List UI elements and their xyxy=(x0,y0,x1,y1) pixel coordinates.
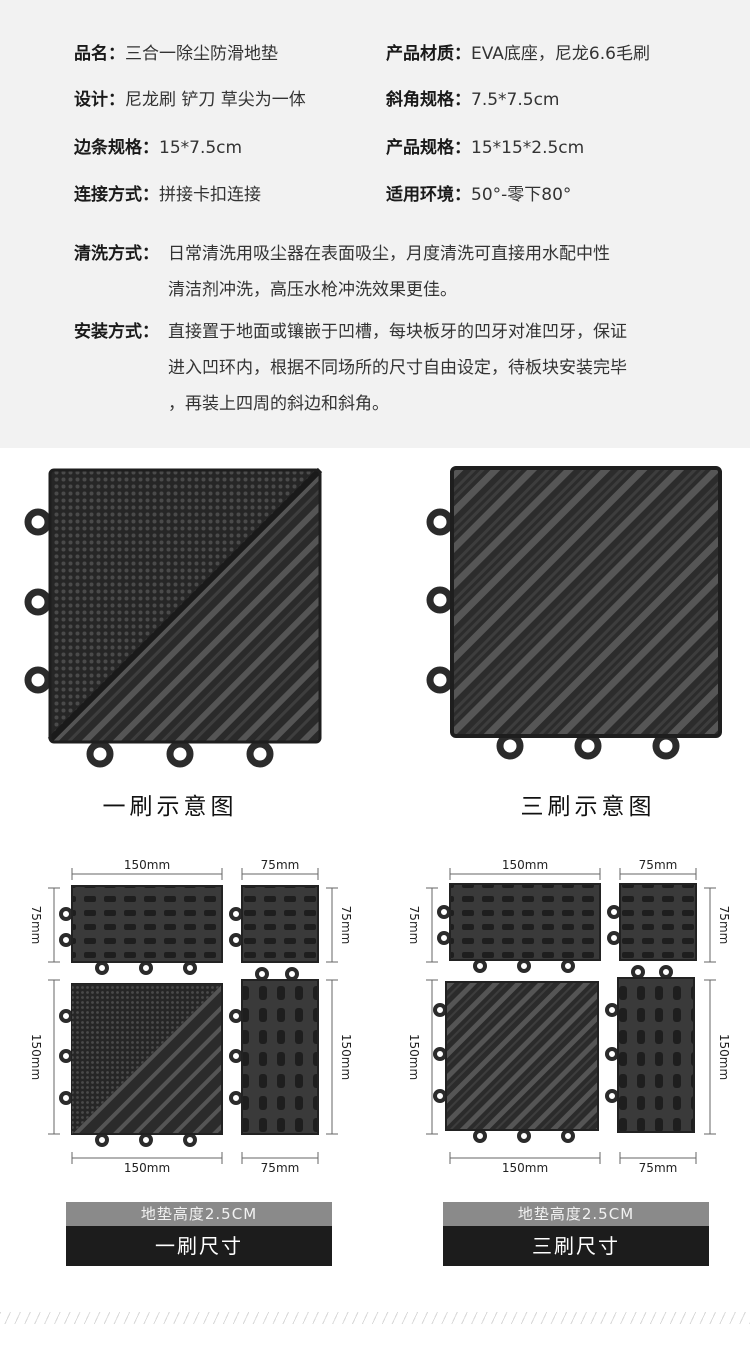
spec-name: 品名：三合一除尘防滑地垫 xyxy=(74,44,278,64)
dim-left-75: 75mm xyxy=(29,906,43,945)
dim-right-75: 75mm xyxy=(717,906,731,945)
dim-top-75: 75mm xyxy=(261,858,300,872)
dim-top-150: 150mm xyxy=(124,858,170,872)
one-brush-caption: 一刷示意图 xyxy=(102,794,238,820)
three-brush-tile-image xyxy=(426,466,722,760)
three-brush-caption: 三刷示意图 xyxy=(520,794,656,820)
dim-bottom-150: 150mm xyxy=(124,1161,170,1175)
dim-bottom-75: 75mm xyxy=(639,1161,678,1175)
spec-cleaning: 清洗方式： 日常清洗用吸尘器在表面吸尘，月度清洗可直接用水配中性 清洁剂冲洗，高… xyxy=(74,244,610,300)
three-brush-size-bar: 三刷尺寸 xyxy=(443,1226,709,1266)
dim-left-150: 150mm xyxy=(407,1034,421,1080)
hatch-divider xyxy=(0,1312,750,1324)
dim-top-75: 75mm xyxy=(639,858,678,872)
spec-material: 产品材质：EVA底座，尼龙6.6毛刷 xyxy=(386,44,650,64)
spec-corner: 斜角规格：7.5*7.5cm xyxy=(386,90,560,110)
one-brush-dimension-diagram: 150mm 75mm 150mm 75mm 75mm 150mm 75mm 15… xyxy=(29,858,353,1175)
spec-install: 安装方式： 直接置于地面或镶嵌于凹槽，每块板牙的凹牙对准凹牙，保证 进入凹环内，… xyxy=(74,322,627,414)
three-brush-height-bar: 地垫高度2.5CM xyxy=(443,1202,709,1226)
spec-panel: 品名：三合一除尘防滑地垫 产品材质：EVA底座，尼龙6.6毛刷 设计：尼龙刷 铲… xyxy=(0,0,750,448)
dim-right-150: 150mm xyxy=(339,1034,353,1080)
three-brush-dimension-diagram: 150mm 75mm 150mm 75mm 75mm 150mm 75mm 15… xyxy=(407,858,731,1175)
dim-bottom-150: 150mm xyxy=(502,1161,548,1175)
one-brush-size-bar: 一刷尺寸 xyxy=(66,1226,332,1266)
spec-design: 设计：尼龙刷 铲刀 草尖为一体 xyxy=(74,90,306,110)
dim-left-75: 75mm xyxy=(407,906,421,945)
one-brush-tile-image xyxy=(24,467,323,768)
spec-environment: 适用环境：50°-零下80° xyxy=(386,185,572,205)
spec-connection: 连接方式：拼接卡扣连接 xyxy=(74,185,261,205)
dim-right-75: 75mm xyxy=(339,906,353,945)
dim-left-150: 150mm xyxy=(29,1034,43,1080)
dim-bottom-75: 75mm xyxy=(261,1161,300,1175)
one-brush-height-bar: 地垫高度2.5CM xyxy=(66,1202,332,1226)
spec-edge: 边条规格：15*7.5cm xyxy=(74,138,243,158)
dim-right-150: 150mm xyxy=(717,1034,731,1080)
dim-top-150: 150mm xyxy=(502,858,548,872)
spec-product: 产品规格：15*15*2.5cm xyxy=(386,138,585,158)
